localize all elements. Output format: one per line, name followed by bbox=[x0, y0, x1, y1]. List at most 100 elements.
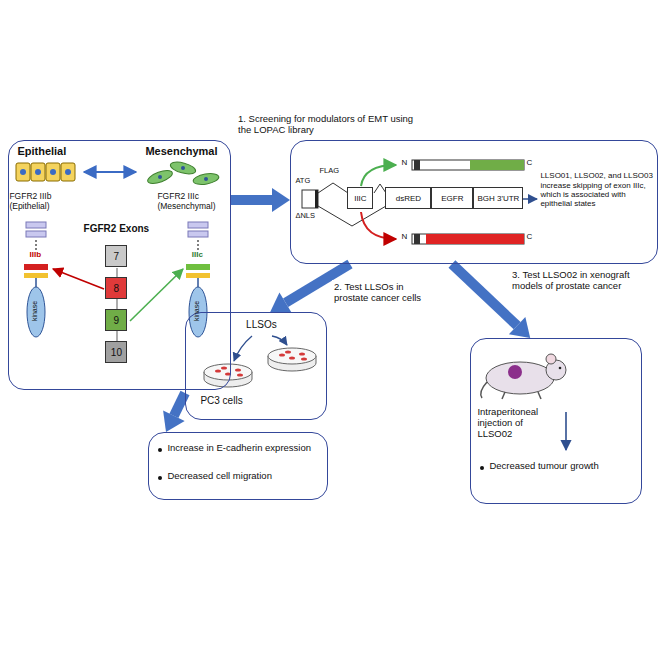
protein-bar bbox=[412, 160, 524, 170]
mouse bbox=[508, 365, 522, 379]
culture-dish bbox=[268, 348, 316, 364]
protein-bar bbox=[426, 234, 524, 244]
culture-dish bbox=[204, 348, 316, 387]
minigene-construct bbox=[302, 190, 318, 208]
arrow-head bbox=[509, 317, 530, 338]
epithelial-cells bbox=[46, 163, 60, 181]
panel-text: Intraperitoneal injection of LLSO02 bbox=[477, 407, 555, 440]
bullet-dot bbox=[480, 466, 484, 470]
panel-text: Decreased cell migration bbox=[167, 471, 319, 482]
treatment-arrow bbox=[272, 336, 287, 345]
panel-text: Mesenchymal bbox=[145, 145, 217, 158]
culture-dish bbox=[235, 368, 241, 371]
receptor-iiib bbox=[27, 287, 45, 337]
box-label: 9 bbox=[112, 315, 122, 327]
receptor-iiic bbox=[188, 222, 208, 228]
exon-box: 10 bbox=[105, 341, 127, 363]
step-label: 1. Screening for modulators of EMT using… bbox=[236, 112, 420, 137]
bullet-dot bbox=[158, 476, 162, 480]
culture-dish bbox=[237, 373, 243, 376]
panel-text: FGFR2 IIIb (Epithelial) bbox=[9, 192, 73, 212]
arrow-head bbox=[272, 188, 290, 212]
mesenchymal-cells bbox=[192, 172, 219, 186]
culture-dish bbox=[204, 364, 252, 380]
protein-bar bbox=[414, 234, 420, 244]
epithelial-cells bbox=[16, 163, 75, 181]
culture-dish bbox=[301, 357, 307, 360]
receptor-iiib bbox=[24, 264, 48, 270]
box-label: 10 bbox=[109, 347, 124, 359]
receptor-iiib bbox=[24, 273, 48, 278]
panel-box: IIICdsREDEGFRBGH 3'UTRATGFLAGΔNLSNCNCLLS… bbox=[290, 140, 658, 264]
panel-text: Epithelial bbox=[17, 145, 66, 158]
culture-dish bbox=[221, 366, 227, 369]
mouse bbox=[538, 392, 541, 399]
panel-box: Increase in E-cadherin expressionDecreas… bbox=[148, 432, 328, 500]
panel-text: Decreased tumour growth bbox=[489, 461, 635, 472]
mouse bbox=[546, 354, 556, 364]
construct-box: BGH 3'UTR bbox=[473, 187, 523, 209]
receptor-iiib bbox=[35, 278, 37, 287]
panel-text: PC3 cells bbox=[200, 395, 242, 407]
panel-text: ATG bbox=[295, 177, 310, 186]
step-label: 2. Test LLSOs in prostate cancer cells bbox=[332, 280, 434, 305]
culture-dish bbox=[215, 369, 221, 372]
receptor-iiic bbox=[186, 222, 210, 337]
box-label: BGH 3'UTR bbox=[475, 194, 521, 203]
exon-box: 9 bbox=[105, 309, 127, 331]
mesenchymal-cells bbox=[158, 175, 162, 179]
culture-dish bbox=[279, 353, 285, 356]
panel-text: Increase in E-cadherin expression bbox=[167, 443, 319, 454]
arrow-shaft bbox=[174, 393, 185, 416]
mesenchymal-cells bbox=[146, 160, 220, 186]
receptor-iiic bbox=[186, 264, 210, 270]
protein-bar bbox=[412, 234, 524, 244]
epithelial-cells bbox=[65, 169, 71, 175]
box-label: dsRED bbox=[394, 194, 423, 203]
epithelial-cells bbox=[16, 163, 30, 181]
receptor-iiic bbox=[197, 240, 199, 242]
receptor-iiic bbox=[197, 244, 199, 246]
mesenchymal-cells bbox=[181, 166, 185, 170]
flow-arrow bbox=[163, 393, 185, 432]
panel-text: FGFR2 IIIc (Mesenchymal) bbox=[157, 192, 227, 212]
outcome-arrow bbox=[565, 412, 567, 450]
panel-box: LLSOsPC3 cells bbox=[185, 312, 327, 420]
mesenchymal-cells bbox=[146, 168, 174, 186]
panel-box: Intraperitoneal injection of LLSO02Decre… bbox=[470, 338, 642, 504]
culture-dish bbox=[299, 352, 305, 355]
splice-arrow bbox=[361, 212, 396, 239]
flow-arrow bbox=[231, 188, 290, 212]
box-label: 7 bbox=[112, 251, 122, 263]
arrow-head bbox=[163, 411, 185, 432]
box-label: EGFR bbox=[439, 194, 465, 203]
construct-box: dsRED bbox=[385, 187, 431, 209]
epithelial-cells bbox=[50, 169, 56, 175]
culture-dish bbox=[285, 350, 291, 353]
arrow-shaft bbox=[452, 264, 517, 326]
mouse bbox=[481, 382, 487, 398]
minigene-construct bbox=[318, 183, 348, 193]
epithelial-cells bbox=[20, 169, 26, 175]
transition-arrow bbox=[84, 171, 136, 173]
exon-box: IIIC bbox=[347, 187, 373, 209]
protein-bar bbox=[470, 160, 524, 170]
receptor-iiib bbox=[35, 244, 37, 246]
receptor-iiic bbox=[197, 248, 199, 250]
receptor-iiib bbox=[24, 222, 48, 337]
panel-text: IIIb bbox=[30, 250, 42, 259]
receptor-iiib bbox=[35, 240, 37, 242]
minigene-construct bbox=[315, 190, 318, 208]
exon-box: 7 bbox=[105, 245, 127, 267]
box-label: 8 bbox=[112, 283, 122, 295]
mouse bbox=[559, 367, 562, 370]
mouse bbox=[502, 392, 505, 399]
panel-text: LLSO01, LLSO02, and LLSO03 increase skip… bbox=[540, 171, 653, 208]
epithelial-cells bbox=[31, 163, 45, 181]
panel-text: LLSOs bbox=[246, 319, 277, 331]
mouse bbox=[486, 362, 554, 394]
result-arrow bbox=[521, 198, 537, 200]
